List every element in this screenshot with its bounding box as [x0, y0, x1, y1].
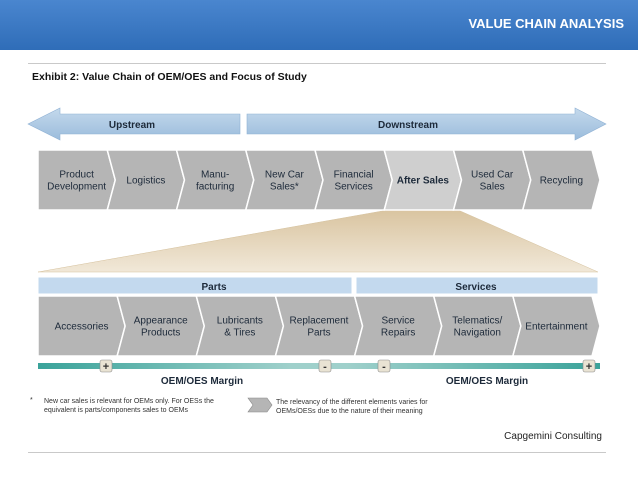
- chain-label-8: Recycling: [540, 176, 583, 187]
- detail-label-6-line-2: Navigation: [454, 328, 501, 339]
- margin-sign-1: +: [103, 361, 109, 373]
- footnote-text: New car sales is relevant for OEMs only.…: [44, 398, 214, 414]
- detail-label-3-line-1: Lubricants: [217, 316, 263, 327]
- detail-label-6-line-1: Telematics/: [452, 316, 502, 327]
- parts-section-bar: [37, 276, 353, 295]
- upstream-label: Upstream: [109, 120, 155, 131]
- footnote-marker: *: [30, 397, 33, 404]
- chain-label-6: After Sales: [397, 176, 450, 187]
- chain-label-5-line-2: Services: [334, 182, 372, 193]
- chain-label-5-line-1: Financial: [334, 170, 374, 181]
- top-divider: [28, 63, 606, 64]
- parts-section-label: Parts: [201, 282, 226, 293]
- legend-text: The relevancy of the different elements …: [276, 399, 428, 415]
- exhibit-title: Exhibit 2: Value Chain of OEM/OES and Fo…: [32, 71, 307, 83]
- detail-label-5-line-2: Repairs: [381, 328, 415, 339]
- downstream-arrow: [246, 107, 607, 141]
- upstream-arrow: [27, 107, 241, 141]
- detail-label-4-line-2: Parts: [307, 328, 330, 339]
- slide-title: VALUE CHAIN ANALYSIS: [468, 16, 624, 31]
- detail-label-2-line-1: Appearance: [134, 316, 188, 327]
- chain-label-1-line-2: Development: [47, 182, 106, 193]
- margin-sign-3: -: [382, 361, 386, 373]
- margin-left-label: OEM/OES Margin: [161, 376, 243, 387]
- margin-right-label: OEM/OES Margin: [446, 376, 528, 387]
- margin-sign-box-3: [377, 359, 391, 373]
- chain-label-7-line-1: Used Car: [471, 170, 514, 181]
- detail-label-3-line-2: & Tires: [224, 328, 255, 339]
- header-bar: VALUE CHAIN ANALYSIS: [0, 0, 638, 50]
- chain-label-4-line-2: Sales*: [270, 182, 299, 193]
- services-section-label: Services: [455, 282, 497, 293]
- downstream-label: Downstream: [378, 120, 438, 131]
- detail-label-1: Accessories: [55, 322, 109, 333]
- chain-label-1-line-1: Product: [59, 170, 94, 181]
- detail-label-2-line-2: Products: [141, 328, 180, 339]
- detail-label-7: Entertainment: [525, 322, 587, 333]
- focus-wedge: [37, 209, 599, 273]
- margin-sign-box-1: [99, 359, 113, 373]
- bottom-divider: [28, 452, 606, 453]
- detail-chevron-7: [511, 295, 601, 357]
- chain-label-3-line-1: Manu-: [201, 170, 229, 181]
- chain-label-4-line-1: New Car: [265, 170, 305, 181]
- services-section-bar: [355, 276, 599, 295]
- chain-label-3-line-2: facturing: [196, 182, 234, 193]
- detail-label-4-line-1: Replacement: [290, 316, 349, 327]
- detail-label-5-line-1: Service: [381, 316, 415, 327]
- chain-label-2: Logistics: [126, 176, 165, 187]
- margin-sign-box-2: [318, 359, 332, 373]
- margin-sign-box-4: [582, 359, 596, 373]
- margin-sign-2: -: [323, 361, 327, 373]
- margin-sign-4: +: [586, 361, 592, 373]
- brand-logo-text: Capgemini Consulting: [504, 431, 602, 442]
- chain-chevron-8: [521, 149, 601, 211]
- chain-label-7-line-2: Sales: [480, 182, 505, 193]
- chevron-legend-icon: [247, 397, 273, 413]
